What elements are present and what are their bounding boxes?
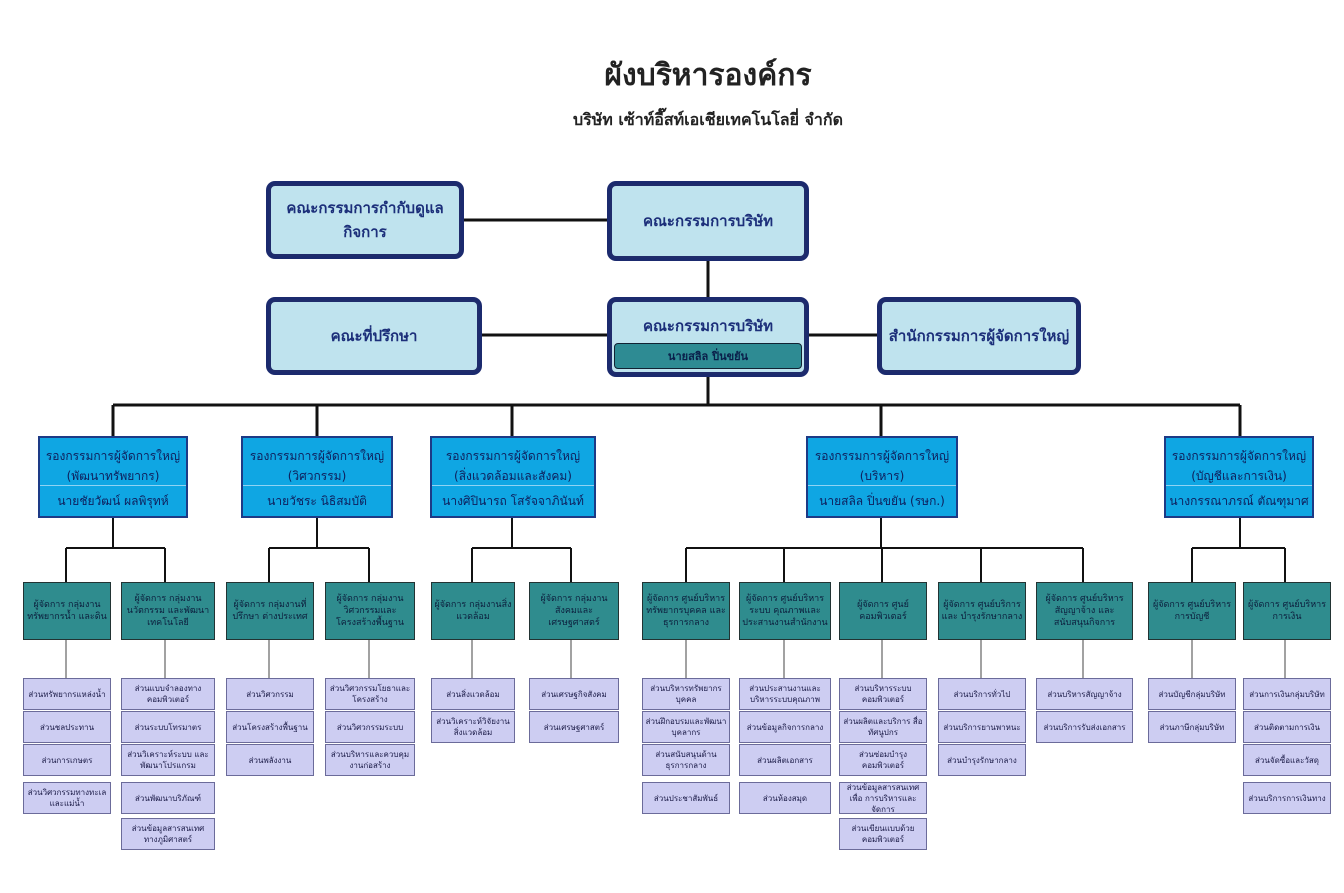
unit-box: ส่วนประชาสัมพันธ์ [642,782,730,814]
division-box: รองกรรมการผู้จัดการใหญ่ (บัญชีและการเงิน)… [1164,436,1314,518]
division-title-line: รองกรรมการผู้จัดการใหญ่ [445,449,581,463]
division-subtitle: (สิ่งแวดล้อมและสังคม) [454,469,572,483]
unit-box: ส่วนการเกษตร [23,744,111,776]
division-title: รองกรรมการผู้จัดการใหญ่ (บริหาร) [808,446,956,486]
unit-box: ส่วนผลิตและบริการ สื่อทัศนูปกร [839,711,927,743]
unit-box: ส่วนวิศวกรรมทางทะเล และแม่น้ำ [23,782,111,814]
unit-box: ส่วนบริหารระบบ คอมพิวเตอร์ [839,678,927,710]
regulatory-committee-label: คณะกรรมการกำกับดูแลกิจการ [286,199,444,241]
division-title: รองกรรมการผู้จัดการใหญ่ (สิ่งแวดล้อมและสั… [432,446,594,486]
unit-box: ส่วนประสานงานและ บริหารระบบคุณภาพ [739,678,831,710]
division-box: รองกรรมการผู้จัดการใหญ่ (วิศวกรรม) นายวัชร… [241,436,393,518]
division-subtitle: (วิศวกรรม) [287,469,347,483]
unit-box: ส่วนห้องสมุด [739,782,831,814]
unit-box: ส่วนแบบจำลองทาง คอมพิวเตอร์ [121,678,215,710]
division-head-name: นายวัชระ นิธิสมบัติ [243,485,391,516]
division-title: รองกรรมการผู้จัดการใหญ่ (พัฒนาทรัพยากร) [40,446,186,486]
board-main-box: คณะกรรมการบริษัท นายสลิล ปิ่นขยัน [610,300,806,374]
unit-box: ส่วนผลิตเอกสาร [739,744,831,776]
unit-box: ส่วนบริหารสัญญาจ้าง [1036,678,1133,710]
division-box: รองกรรมการผู้จัดการใหญ่ (สิ่งแวดล้อมและสั… [430,436,596,518]
unit-box: ส่วนพลังงาน [226,744,314,776]
unit-box: ส่วนบัญชีกลุ่มบริษัท [1148,678,1236,710]
division-head-name: นางศิปินารถ โสรัจจาภินันท์ [432,485,594,516]
manager-box: ผู้จัดการ กลุ่มงานวิศวกรรมและ โครงสร้างพ… [325,582,415,640]
unit-box: ส่วนวิศวกรรมโยธาและ โครงสร้าง [325,678,415,710]
regulatory-committee-box: คณะกรรมการกำกับดูแลกิจการ [269,184,461,256]
division-subtitle: (บริหาร) [859,469,905,483]
board-top-label: คณะกรรมการบริษัท [642,212,773,230]
manager-box: ผู้จัดการ กลุ่มงานที่ปรึกษา ต่างประเทศ [226,582,314,640]
division-title: รองกรรมการผู้จัดการใหญ่ (วิศวกรรม) [243,446,391,486]
unit-box: ส่วนบริการการเงินทาง [1243,782,1331,814]
unit-box: ส่วนเศรษฐศาสตร์ [529,711,619,743]
manager-box: ผู้จัดการ กลุ่มงานสิ่งแวดล้อม [431,582,515,640]
ceo-name: นายสลิล ปิ่นขยัน [614,343,802,369]
division-title: รองกรรมการผู้จัดการใหญ่ (บัญชีและการเงิน) [1166,446,1312,486]
board-main-label: คณะกรรมการบริษัท [642,317,773,335]
unit-box: ส่วนเศรษฐกิจสังคม [529,678,619,710]
unit-box: ส่วนระบบโทรมาตร [121,711,215,743]
advisors-box: คณะที่ปรึกษา [269,300,479,372]
manager-box: ผู้จัดการ กลุ่มงานสังคมและ เศรษฐศาสตร์ [529,582,619,640]
unit-box: ส่วนติดตามการเงิน [1243,711,1331,743]
unit-box: ส่วนสิ่งแวดล้อม [431,678,515,710]
division-head-name: นายสลิล ปิ่นขยัน (รษก.) [808,485,956,516]
unit-box: ส่วนพัฒนาบริภัณฑ์ [121,782,215,814]
unit-box: ส่วนบริการยานพาหนะ [938,711,1026,743]
manager-box: ผู้จัดการ ศูนย์บริหารการบัญชี [1148,582,1236,640]
unit-box: ส่วนทรัพยากรแหล่งน้ำ [23,678,111,710]
unit-box: ส่วนซ่อมบำรุง คอมพิวเตอร์ [839,744,927,776]
manager-box: ผู้จัดการ ศูนย์บริหารระบบ คุณภาพและ ประส… [739,582,831,640]
unit-box: ส่วนบริการรับส่งเอกสาร [1036,711,1133,743]
manager-box: ผู้จัดการ กลุ่มงานนวัตกรรม และพัฒนาเทคโน… [121,582,215,640]
manager-box: ผู้จัดการ ศูนย์บริหารสัญญาจ้าง และสนับสน… [1036,582,1133,640]
manager-box: ผู้จัดการ ศูนย์บริการและ บำรุงรักษากลาง [938,582,1026,640]
unit-box: ส่วนบำรุงรักษากลาง [938,744,1026,776]
division-title-line: รองกรรมการผู้จัดการใหญ่ [45,449,181,463]
unit-box: ส่วนวิเคราะห์ระบบ และพัฒนาโปรแกรม [121,744,215,776]
unit-box: ส่วนบริการทั่วไป [938,678,1026,710]
unit-box: ส่วนข้อมูลกิจการกลาง [739,711,831,743]
division-head-name: นายชัยวัฒน์ ผลพิรุทห์ [40,485,186,516]
unit-box: ส่วนจัดซื้อและวัสดุ [1243,744,1331,776]
unit-box: ส่วนโครงสร้างพื้นฐาน [226,711,314,743]
division-subtitle: (บัญชีและการเงิน) [1191,469,1287,483]
manager-box: ผู้จัดการ ศูนย์คอมพิวเตอร์ [839,582,927,640]
unit-box: ส่วนสนับสนุนด้าน ธุรการกลาง [642,744,730,776]
unit-box: ส่วนชลประทาน [23,711,111,743]
manager-box: ผู้จัดการ ศูนย์บริหาร ทรัพยากรบุคคล และธ… [642,582,730,640]
unit-box: ส่วนการเงินกลุ่มบริษัท [1243,678,1331,710]
unit-box: ส่วนเขียนแบบด้วย คอมพิวเตอร์ [839,818,927,850]
unit-box: ส่วนบริหารและควบคุม งานก่อสร้าง [325,744,415,776]
division-title-line: รองกรรมการผู้จัดการใหญ่ [1171,449,1307,463]
manager-box: ผู้จัดการ ศูนย์บริหารการเงิน [1243,582,1331,640]
division-head-name: นางกรรณาภรณ์ ตัณฑุมาศ [1166,485,1312,516]
unit-box: ส่วนวิศวกรรมระบบ [325,711,415,743]
unit-box: ส่วนข้อมูลสารสนเทศ ทางภูมิศาสตร์ [121,818,215,850]
division-subtitle: (พัฒนาทรัพยากร) [66,469,160,483]
division-title-line: รองกรรมการผู้จัดการใหญ่ [814,449,950,463]
manager-box: ผู้จัดการ กลุ่มงานทรัพยากรน้ำ และดิน [23,582,111,640]
unit-box: ส่วนบริหารทรัพยากร บุคคล [642,678,730,710]
board-top-box: คณะกรรมการบริษัท [610,184,806,258]
unit-box: ส่วนฝึกอบรมและพัฒนา บุคลากร [642,711,730,743]
division-title-line: รองกรรมการผู้จัดการใหญ่ [249,449,385,463]
unit-box: ส่วนภาษีกลุ่มบริษัท [1148,711,1236,743]
unit-box: ส่วนวิเคราะห์วิจัยงาน สิ่งแวดล้อม [431,711,515,743]
advisors-label: คณะที่ปรึกษา [330,327,418,345]
unit-box: ส่วนวิศวกรรม [226,678,314,710]
md-office-box: สำนักกรรมการผู้จัดการใหญ่ [880,300,1078,372]
division-box: รองกรรมการผู้จัดการใหญ่ (พัฒนาทรัพยากร) นา… [38,436,188,518]
page-title: ผังบริหารองค์กร [604,58,812,93]
md-office-label: สำนักกรรมการผู้จัดการใหญ่ [888,327,1070,345]
division-box: รองกรรมการผู้จัดการใหญ่ (บริหาร) นายสลิล ป… [806,436,958,518]
unit-box: ส่วนข้อมูลสารสนเทศเพื่อ การบริหารและจัดก… [839,782,927,814]
page-subtitle: บริษัท เซ้าท์อี๊สท์เอเชียเทคโนโลยี่ จำกั… [572,110,843,129]
